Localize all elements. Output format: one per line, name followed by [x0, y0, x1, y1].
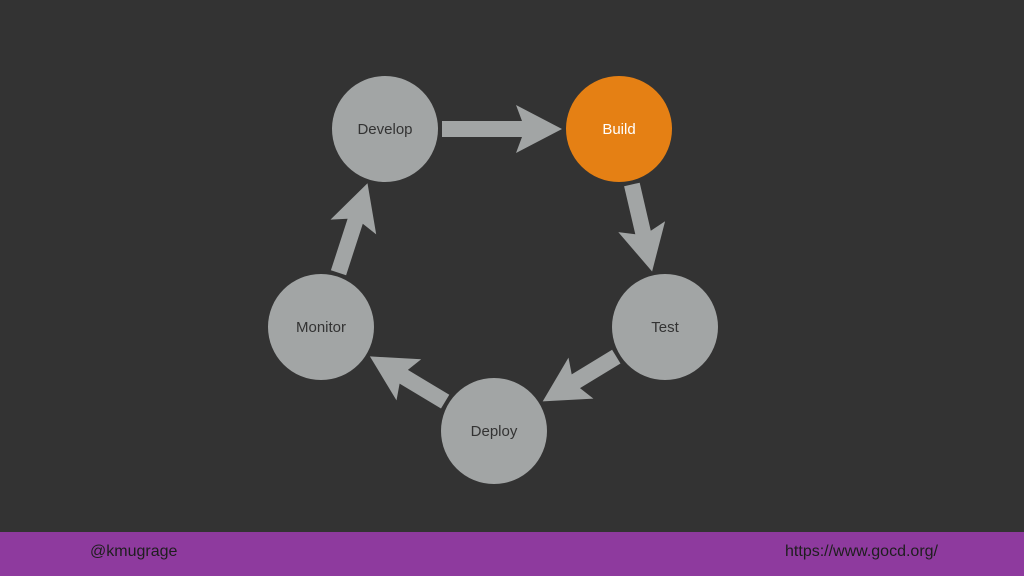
arrow-deploy-to-monitor — [369, 356, 450, 409]
node-deploy: Deploy — [441, 378, 547, 484]
node-label-develop: Develop — [357, 121, 412, 138]
arrow-build-to-test — [618, 182, 666, 272]
node-circle-build — [566, 76, 672, 182]
node-circle-develop — [332, 76, 438, 182]
node-develop: Develop — [332, 76, 438, 182]
arrow-develop-to-build — [442, 105, 562, 153]
node-circle-deploy — [441, 378, 547, 484]
node-circle-monitor — [268, 274, 374, 380]
arrows-group — [330, 105, 666, 409]
node-label-deploy: Deploy — [471, 423, 518, 440]
node-test: Test — [612, 274, 718, 380]
footer-url[interactable]: https://www.gocd.org/ — [785, 543, 938, 560]
node-monitor: Monitor — [268, 274, 374, 380]
node-label-build: Build — [602, 121, 635, 138]
arrow-test-to-deploy — [542, 349, 621, 402]
node-label-monitor: Monitor — [296, 319, 346, 336]
node-circle-test — [612, 274, 718, 380]
footer-bar: @kmugrage https://www.gocd.org/ — [0, 532, 1024, 576]
arrow-monitor-to-develop — [330, 183, 377, 276]
node-build: Build — [566, 76, 672, 182]
node-label-test: Test — [651, 319, 679, 336]
footer-handle: @kmugrage — [90, 543, 178, 560]
